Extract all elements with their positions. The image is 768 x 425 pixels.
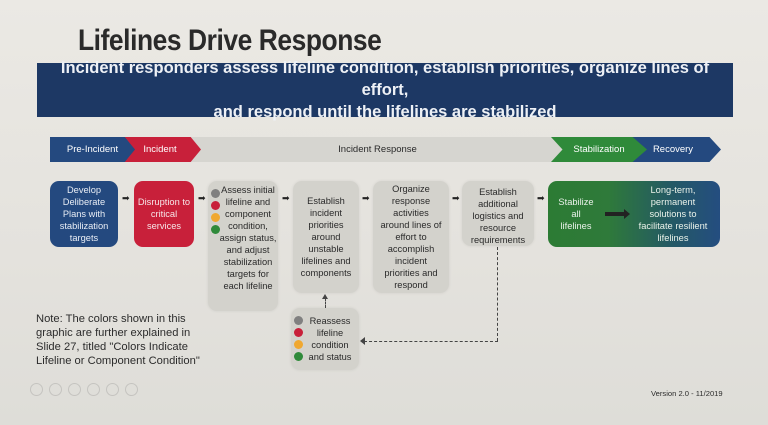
status-dots xyxy=(211,189,220,234)
step-reassess-text: Reassess lifeline condition and status xyxy=(308,316,352,362)
zoom-icon[interactable] xyxy=(106,383,119,396)
phase-incident-response: Incident Response xyxy=(185,137,570,162)
step-establish-priorities: Establish incident priorities around uns… xyxy=(293,181,359,293)
phase-stabilization: Stabilization xyxy=(551,137,647,162)
more-options-icon[interactable] xyxy=(125,383,138,396)
next-slide-icon[interactable] xyxy=(49,383,62,396)
status-dot-green xyxy=(211,225,220,234)
arrow-right-icon: ➡ xyxy=(362,193,370,203)
previous-slide-icon[interactable] xyxy=(30,383,43,396)
banner-line-1: Incident responders assess lifeline cond… xyxy=(60,59,710,99)
step-establish-text: Establish incident priorities around uns… xyxy=(300,196,352,278)
status-dot-yellow xyxy=(211,213,220,222)
arrow-right-icon: ➡ xyxy=(537,193,545,203)
step-establish-logistics: Establish additional logistics and resou… xyxy=(462,181,534,246)
step-reassess-condition: Reassess lifeline condition and status xyxy=(291,308,359,370)
step-assess-condition: Assess initial lifeline and component co… xyxy=(208,181,278,311)
step-organize-text: Organize response activities around line… xyxy=(380,184,442,290)
banner-line-2: and respond until the lifelines are stab… xyxy=(213,103,557,121)
step-longterm-text: Long-term, permanent solutions to facili… xyxy=(638,185,708,243)
loop-connector-horizontal xyxy=(364,341,498,342)
step-stabilize-and-recover: Stabilize all lifelines Long-term, perma… xyxy=(548,181,720,247)
arrow-right-icon xyxy=(605,209,630,219)
version-label: Version 2.0 - 11/2019 xyxy=(651,389,723,398)
loop-connector-vertical xyxy=(497,247,498,341)
arrow-left-icon xyxy=(360,337,365,345)
summary-banner: Incident responders assess lifeline cond… xyxy=(37,59,733,121)
step-assess-text: Assess initial lifeline and component co… xyxy=(219,185,277,291)
loop-connector-up xyxy=(325,298,326,308)
slide-title: Lifelines Drive Response xyxy=(78,24,382,57)
status-dots xyxy=(294,316,303,361)
arrow-right-icon: ➡ xyxy=(452,193,460,203)
status-dot-green xyxy=(294,352,303,361)
status-dot-red xyxy=(211,201,220,210)
step-disruption-text: Disruption to critical services xyxy=(137,197,191,231)
color-note: Note: The colors shown in this graphic a… xyxy=(36,313,200,367)
status-dot-grey xyxy=(294,316,303,325)
step-logistics-text: Establish additional logistics and resou… xyxy=(470,187,526,245)
arrow-right-icon: ➡ xyxy=(282,193,290,203)
step-organize-response: Organize response activities around line… xyxy=(373,181,449,293)
arrow-right-icon: ➡ xyxy=(198,193,206,203)
status-dot-yellow xyxy=(294,340,303,349)
status-dot-grey xyxy=(211,189,220,198)
step-develop-plans: Develop Deliberate Plans with stabilizat… xyxy=(50,181,118,247)
pen-icon[interactable] xyxy=(68,383,81,396)
step-disruption: Disruption to critical services xyxy=(134,181,194,247)
phase-pre-incident: Pre-Incident xyxy=(50,137,135,162)
arrow-up-icon xyxy=(322,294,328,299)
step-develop-plans-text: Develop Deliberate Plans with stabilizat… xyxy=(59,185,109,243)
slides-icon[interactable] xyxy=(87,383,100,396)
arrow-right-icon: ➡ xyxy=(122,193,130,203)
status-dot-red xyxy=(294,328,303,337)
step-stabilize-text: Stabilize all lifelines xyxy=(558,197,594,231)
